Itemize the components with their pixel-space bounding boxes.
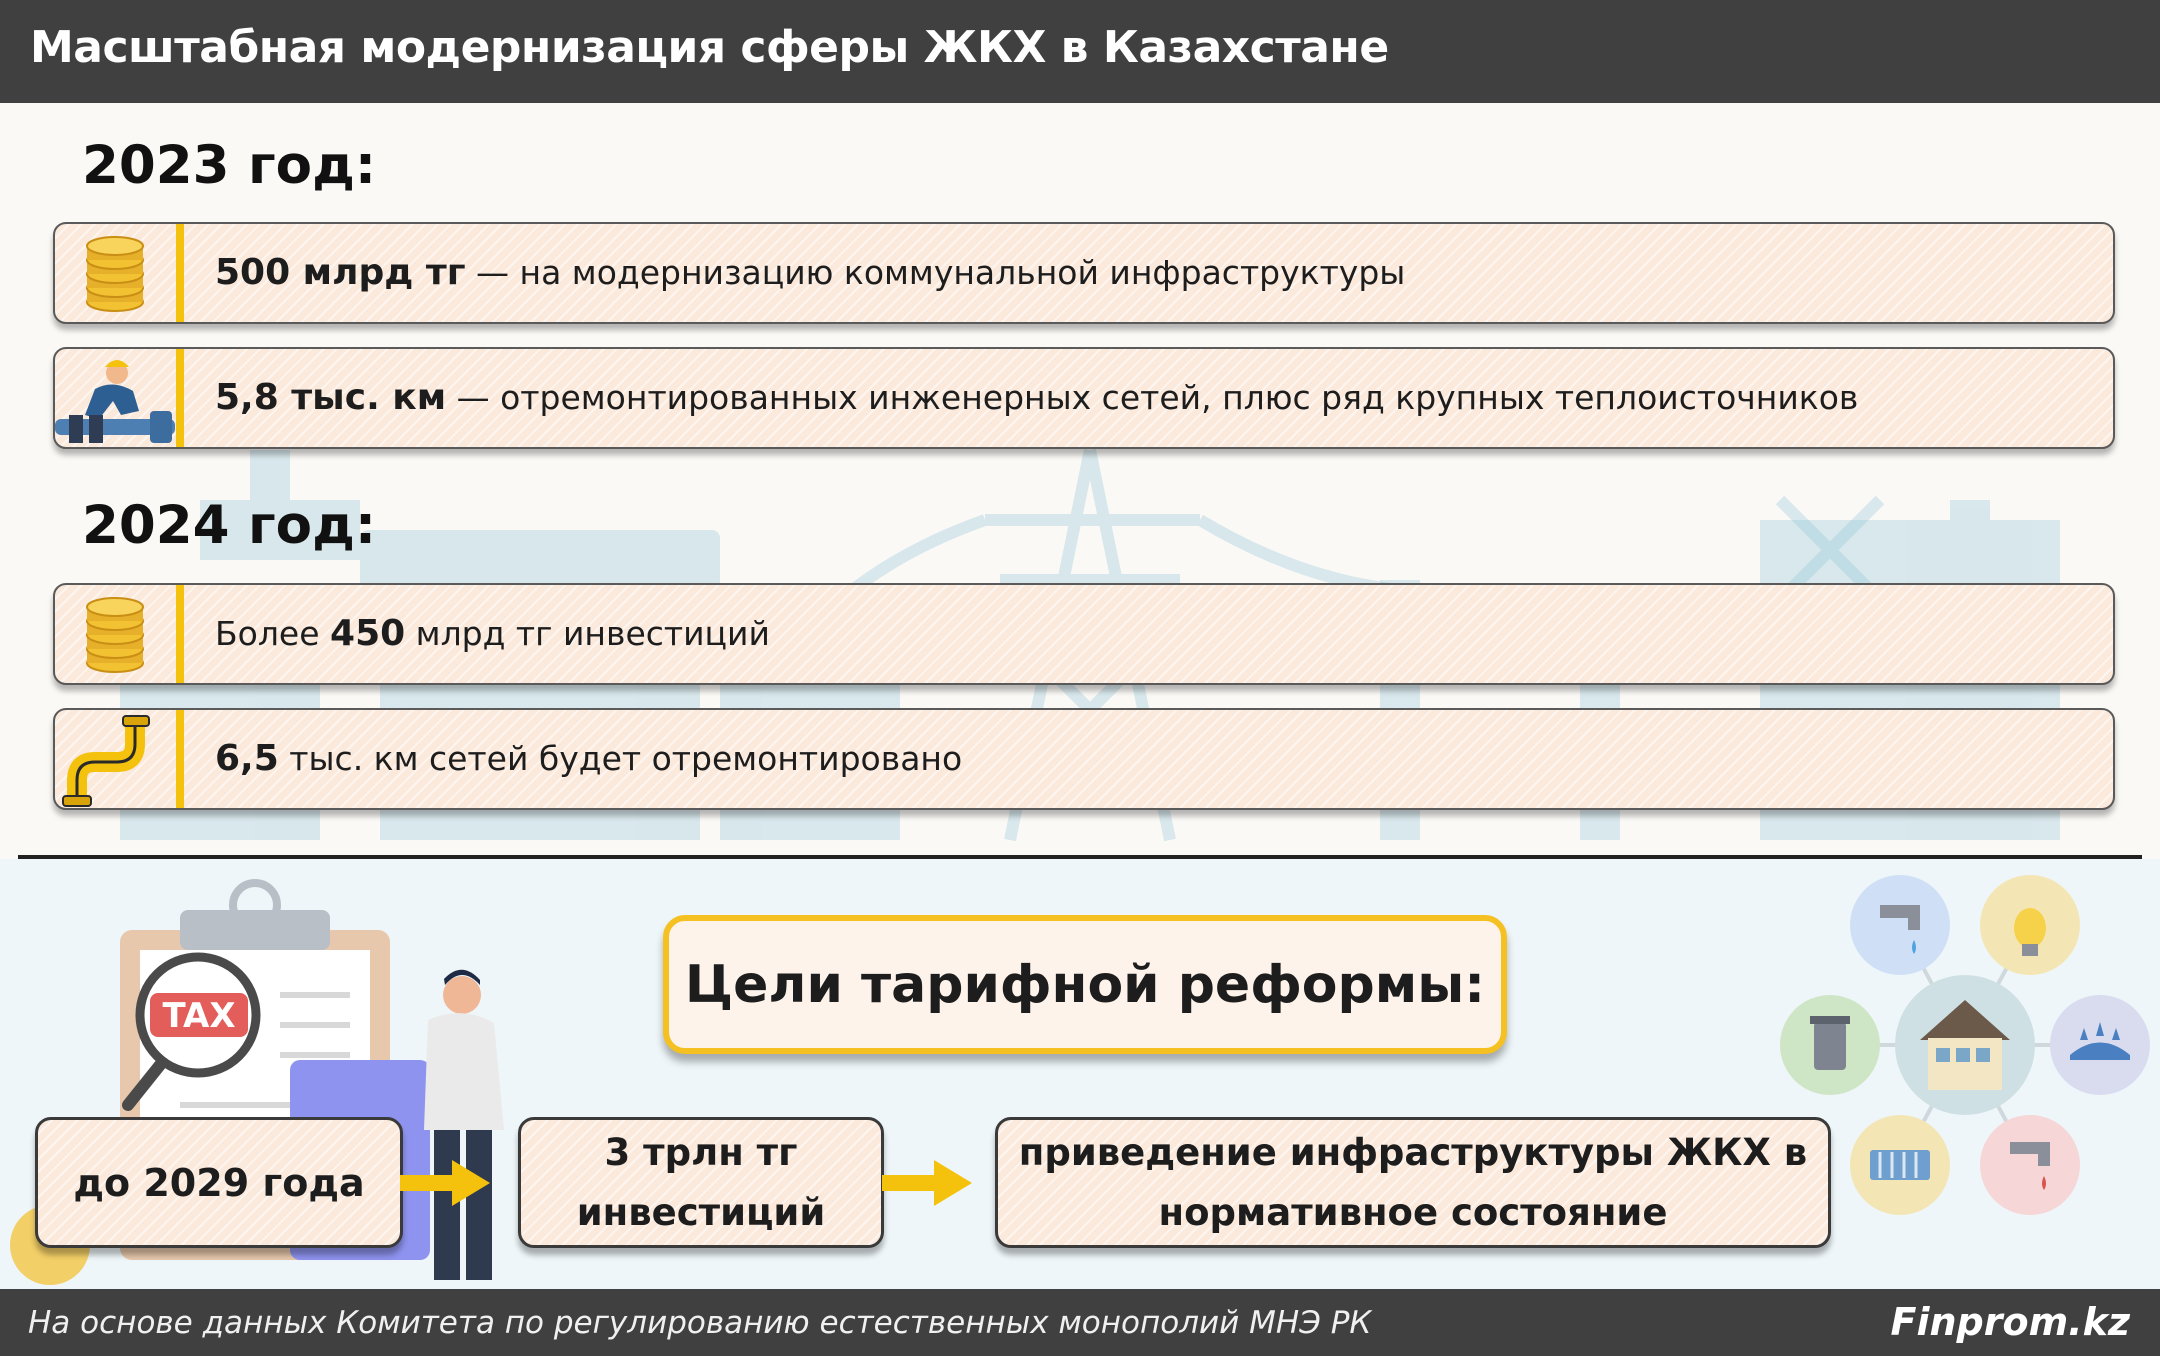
stat-description: — на модернизацию коммунальной инфрастру… bbox=[465, 253, 1406, 292]
reform-goals-title: Цели тарифной реформы: bbox=[663, 915, 1507, 1054]
year-2023-label: 2023 год: bbox=[82, 135, 377, 196]
goal-line-1: приведение инфраструктуры ЖКХ в bbox=[1018, 1130, 1808, 1174]
investment-label: инвестиций bbox=[576, 1190, 826, 1234]
row-accent-divider bbox=[176, 710, 184, 808]
investment-amount: 3 трлн тг bbox=[604, 1130, 798, 1174]
section-separator bbox=[18, 855, 2142, 859]
stat-prefix: Более bbox=[215, 614, 331, 653]
goal-description-box: приведение инфраструктуры ЖКХ в норматив… bbox=[995, 1117, 1831, 1248]
stat-text: Более 450 млрд тг инвестиций bbox=[215, 585, 770, 683]
arrow-right-icon bbox=[882, 1160, 972, 1206]
goal-line-2: нормативное состояние bbox=[1158, 1190, 1668, 1234]
investment-box: 3 трлн тг инвестиций bbox=[518, 1117, 884, 1248]
worker-icon bbox=[55, 349, 175, 447]
stat-row-2023-networks: 5,8 тыс. км — отремонтированных инженерн… bbox=[53, 347, 2115, 449]
row-accent-divider bbox=[176, 349, 184, 447]
arrow-right-icon bbox=[400, 1160, 490, 1206]
stat-value: 6,5 bbox=[215, 738, 279, 779]
deadline-box: до 2029 года bbox=[35, 1117, 403, 1248]
coins-icon bbox=[55, 224, 175, 322]
stat-row-2024-investment: Более 450 млрд тг инвестиций bbox=[53, 583, 2115, 685]
footer-bar: На основе данных Комитета по регулирован… bbox=[0, 1289, 2160, 1356]
page-title: Масштабная модернизация сферы ЖКХ в Каза… bbox=[30, 22, 1389, 73]
stat-value: 500 млрд тг bbox=[215, 252, 466, 293]
utilities-cluster-illustration bbox=[1780, 875, 2150, 1215]
stat-text: 5,8 тыс. км — отремонтированных инженерн… bbox=[215, 349, 1858, 447]
stat-row-2023-investment: 500 млрд тг — на модернизацию коммунальн… bbox=[53, 222, 2115, 324]
row-accent-divider bbox=[176, 585, 184, 683]
coins-icon bbox=[55, 585, 175, 683]
header-bar: Масштабная модернизация сферы ЖКХ в Каза… bbox=[0, 0, 2160, 103]
year-2024-label: 2024 год: bbox=[82, 495, 377, 556]
row-accent-divider bbox=[176, 224, 184, 322]
stat-description: млрд тг инвестиций bbox=[405, 614, 770, 653]
stat-row-2024-networks: 6,5 тыс. км сетей будет отремонтировано bbox=[53, 708, 2115, 810]
stat-value: 450 bbox=[330, 613, 406, 654]
stat-description: тыс. км сетей будет отремонтировано bbox=[278, 739, 963, 778]
deadline-text: до 2029 года bbox=[73, 1160, 365, 1205]
pipe-icon bbox=[55, 710, 175, 808]
stat-description: — отремонтированных инженерных сетей, пл… bbox=[446, 378, 1859, 417]
stat-text: 500 млрд тг — на модернизацию коммунальн… bbox=[215, 224, 1405, 322]
stat-text: 6,5 тыс. км сетей будет отремонтировано bbox=[215, 710, 962, 808]
stat-value: 5,8 тыс. км bbox=[215, 377, 447, 418]
reform-goals-title-text: Цели тарифной реформы: bbox=[684, 954, 1486, 1015]
source-note: На основе данных Комитета по регулирован… bbox=[28, 1305, 1372, 1341]
brand-logo-text: Finprom.kz bbox=[1890, 1300, 2130, 1344]
tax-label: TAX bbox=[162, 996, 235, 1036]
